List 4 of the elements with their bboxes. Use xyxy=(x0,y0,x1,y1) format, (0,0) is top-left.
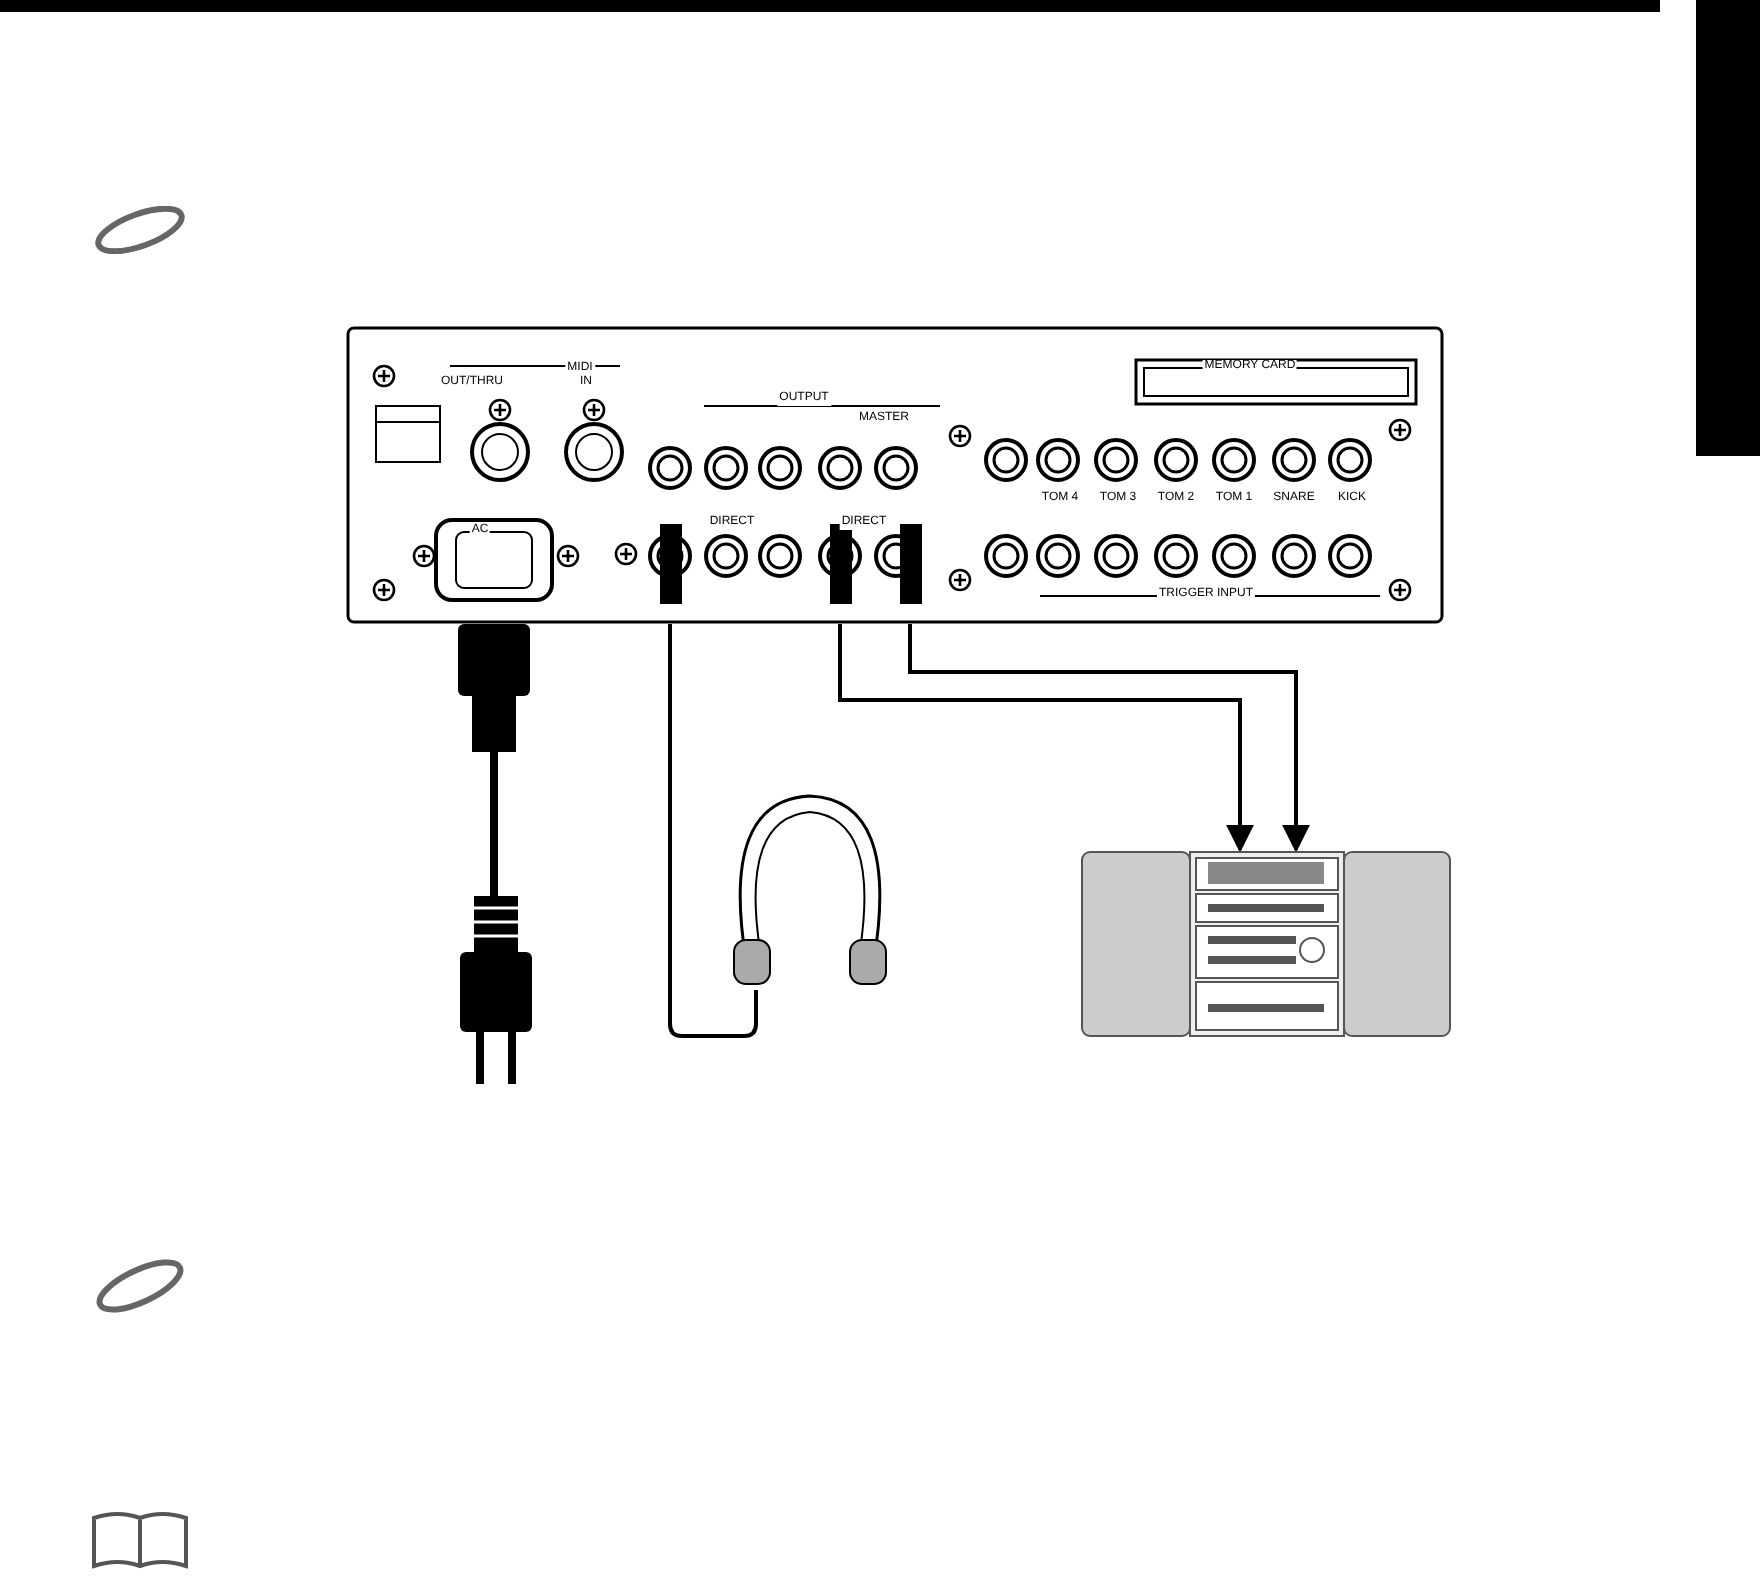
cable xyxy=(668,624,758,1038)
arrow xyxy=(908,624,1310,853)
arrow xyxy=(838,624,1254,853)
cable xyxy=(490,752,498,896)
